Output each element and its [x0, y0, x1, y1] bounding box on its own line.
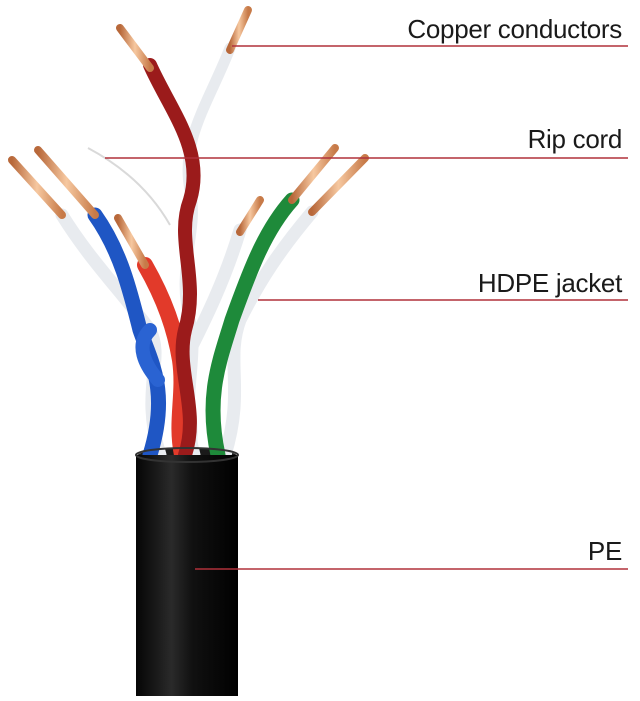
label-pe: PE — [587, 536, 622, 566]
copper-conductor-brown — [116, 24, 154, 72]
green-pair — [205, 144, 369, 463]
outer-jacket — [136, 455, 238, 696]
copper-conductor-orange-white — [236, 196, 264, 236]
green-white-wire — [218, 205, 319, 462]
rip-cord-thread — [87, 147, 171, 226]
label-rip-cord: Rip cord — [527, 124, 623, 154]
green-wire — [205, 192, 300, 463]
label-hdpe-jacket: HDPE jacket — [477, 268, 622, 298]
copper-conductor-brown-white — [226, 6, 252, 54]
copper-conductor-green — [288, 144, 339, 204]
label-copper-conductors: Copper conductors — [407, 14, 622, 44]
copper-conductor-blue — [34, 146, 99, 219]
brown-pair — [116, 6, 252, 462]
copper-conductor-orange — [114, 214, 149, 269]
copper-conductor-green-white — [308, 154, 369, 216]
copper-conductor-blue-white — [8, 156, 66, 219]
brown-wire — [143, 58, 201, 462]
jacket-rim — [135, 447, 239, 463]
blue-wire — [87, 207, 167, 463]
blue-wire-cross — [135, 323, 165, 387]
blue-pair — [8, 146, 167, 463]
